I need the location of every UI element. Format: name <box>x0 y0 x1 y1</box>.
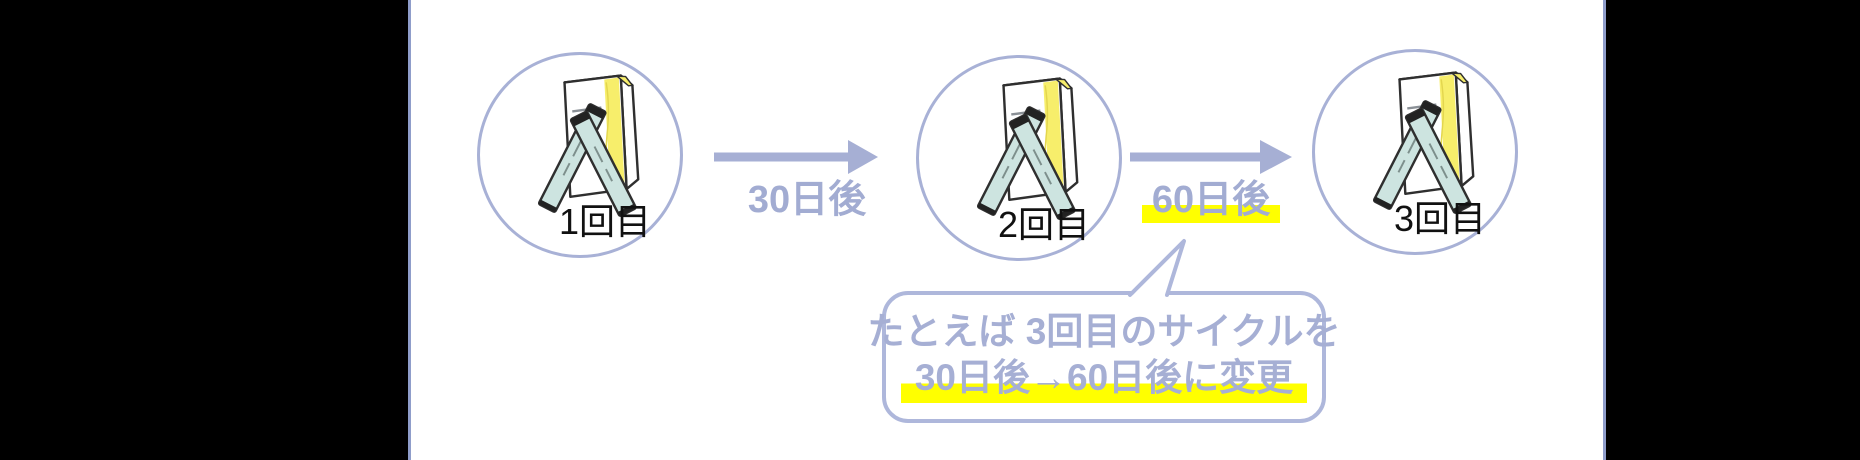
slide-panel: 1回目 30日後 2回目 60日後 3回目 たとえば 3回目のサイクルを 30日… <box>408 0 1606 460</box>
callout-line-1: たとえば 3回目のサイクルを <box>867 311 1341 352</box>
product-box-icon <box>537 74 640 218</box>
letterbox-left <box>0 0 408 460</box>
right-arrow-icon <box>1130 140 1292 174</box>
speech-bubble-tail <box>1128 239 1186 298</box>
cycle-step-1-label: 1回目 <box>558 201 652 242</box>
interval-label-30days: 30日後 <box>725 179 889 221</box>
interval-30days-text: 30日後 <box>747 179 867 221</box>
cycle-step-3: 3回目 <box>1312 49 1518 255</box>
callout-line-2: 30日後→60日後に変更 <box>900 357 1308 403</box>
product-box-icon <box>1372 71 1475 215</box>
cycle-step-2: 2回目 <box>916 55 1122 261</box>
product-box-icon <box>976 77 1079 221</box>
right-arrow-icon <box>714 140 878 174</box>
callout-bubble: たとえば 3回目のサイクルを 30日後→60日後に変更 <box>868 291 1341 423</box>
cycle-step-2-label: 2回目 <box>997 204 1091 245</box>
cycle-step-3-label: 3回目 <box>1393 198 1487 239</box>
cycle-step-1: 1回目 <box>477 52 683 258</box>
interval-60days-text: 60日後 <box>1141 179 1281 223</box>
letterbox-right <box>1606 0 1860 460</box>
interval-label-60days: 60日後 <box>1130 179 1292 223</box>
